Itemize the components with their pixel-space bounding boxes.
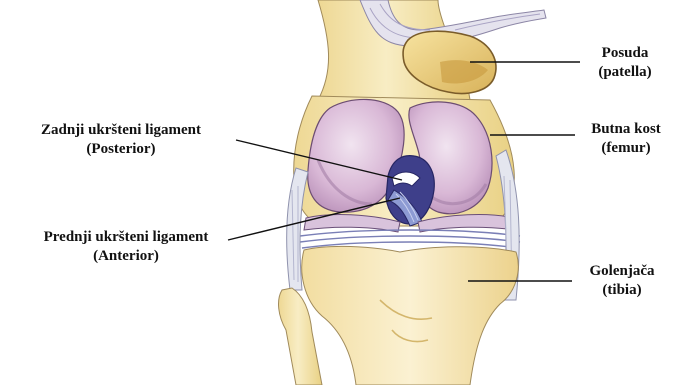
label-patella-name: Posuda [584, 44, 666, 63]
label-anterior-cruciate: Prednji ukršteni ligament (Anterior) [4, 228, 248, 266]
joint-capsule-lines [300, 230, 520, 248]
label-posterior-latin: (Posterior) [2, 140, 240, 159]
label-anterior-name: Prednji ukršteni ligament [4, 228, 248, 247]
label-patella: Posuda (patella) [584, 44, 666, 82]
label-patella-latin: (patella) [584, 63, 666, 82]
label-tibia-name: Golenjača [574, 262, 670, 281]
label-femur-name: Butna kost [576, 120, 676, 139]
label-anterior-latin: (Anterior) [4, 247, 248, 266]
label-posterior-name: Zadnji ukršteni ligament [2, 121, 240, 140]
tibia [302, 246, 519, 385]
label-tibia: Golenjača (tibia) [574, 262, 670, 300]
label-femur: Butna kost (femur) [576, 120, 676, 158]
label-tibia-latin: (tibia) [574, 281, 670, 300]
label-femur-latin: (femur) [576, 139, 676, 158]
label-posterior-cruciate: Zadnji ukršteni ligament (Posterior) [2, 121, 240, 159]
